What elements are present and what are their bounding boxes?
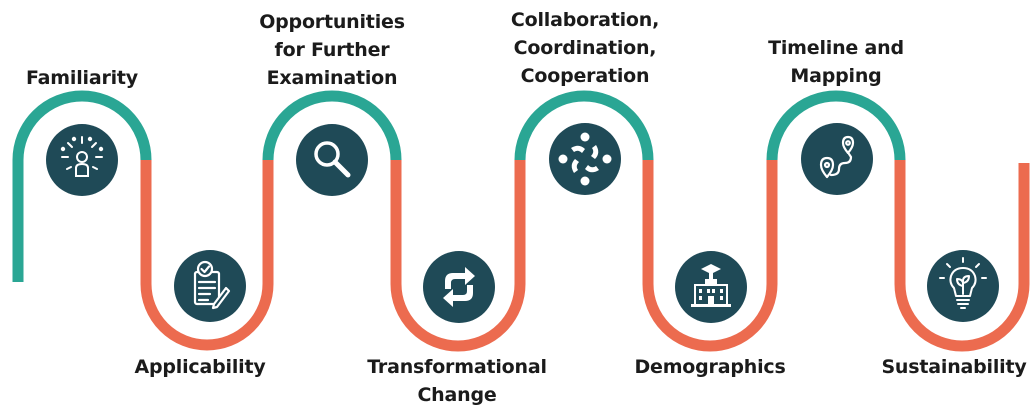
step-label-sustainability: Sustainability [881,356,1027,378]
step-label-demographics: Demographics [634,356,786,378]
teal-arch-3 [514,90,654,161]
step-label-timeline-mapping: Timeline and Mapping [768,37,904,87]
route-pins-icon [801,123,873,195]
step-label-opportunities: Opportunities for Further Examination [259,11,405,89]
checklist-document-icon [174,250,246,322]
refresh-arrows-icon [423,251,495,323]
coral-valley-4 [894,160,1030,352]
person-radiance-icon [46,124,118,196]
step-label-familiarity: Familiarity [26,67,138,89]
coral-valley-3 [642,160,778,352]
school-building-icon [675,251,747,323]
step-label-applicability: Applicability [134,356,266,378]
coral-valley-2 [390,160,526,352]
teal-arch-2 [262,90,402,161]
teal-arch-4 [766,90,906,161]
coral-valley-1 [140,160,274,351]
step-label-transformational-change: Transformational Change [367,356,547,406]
people-circle-icon [549,123,621,195]
step-label-collaboration: Collaboration, Coordination, Cooperation [510,9,660,87]
magnifier-icon [296,124,368,196]
eco-lightbulb-icon [927,250,999,322]
teal-arch-1 [12,90,152,282]
